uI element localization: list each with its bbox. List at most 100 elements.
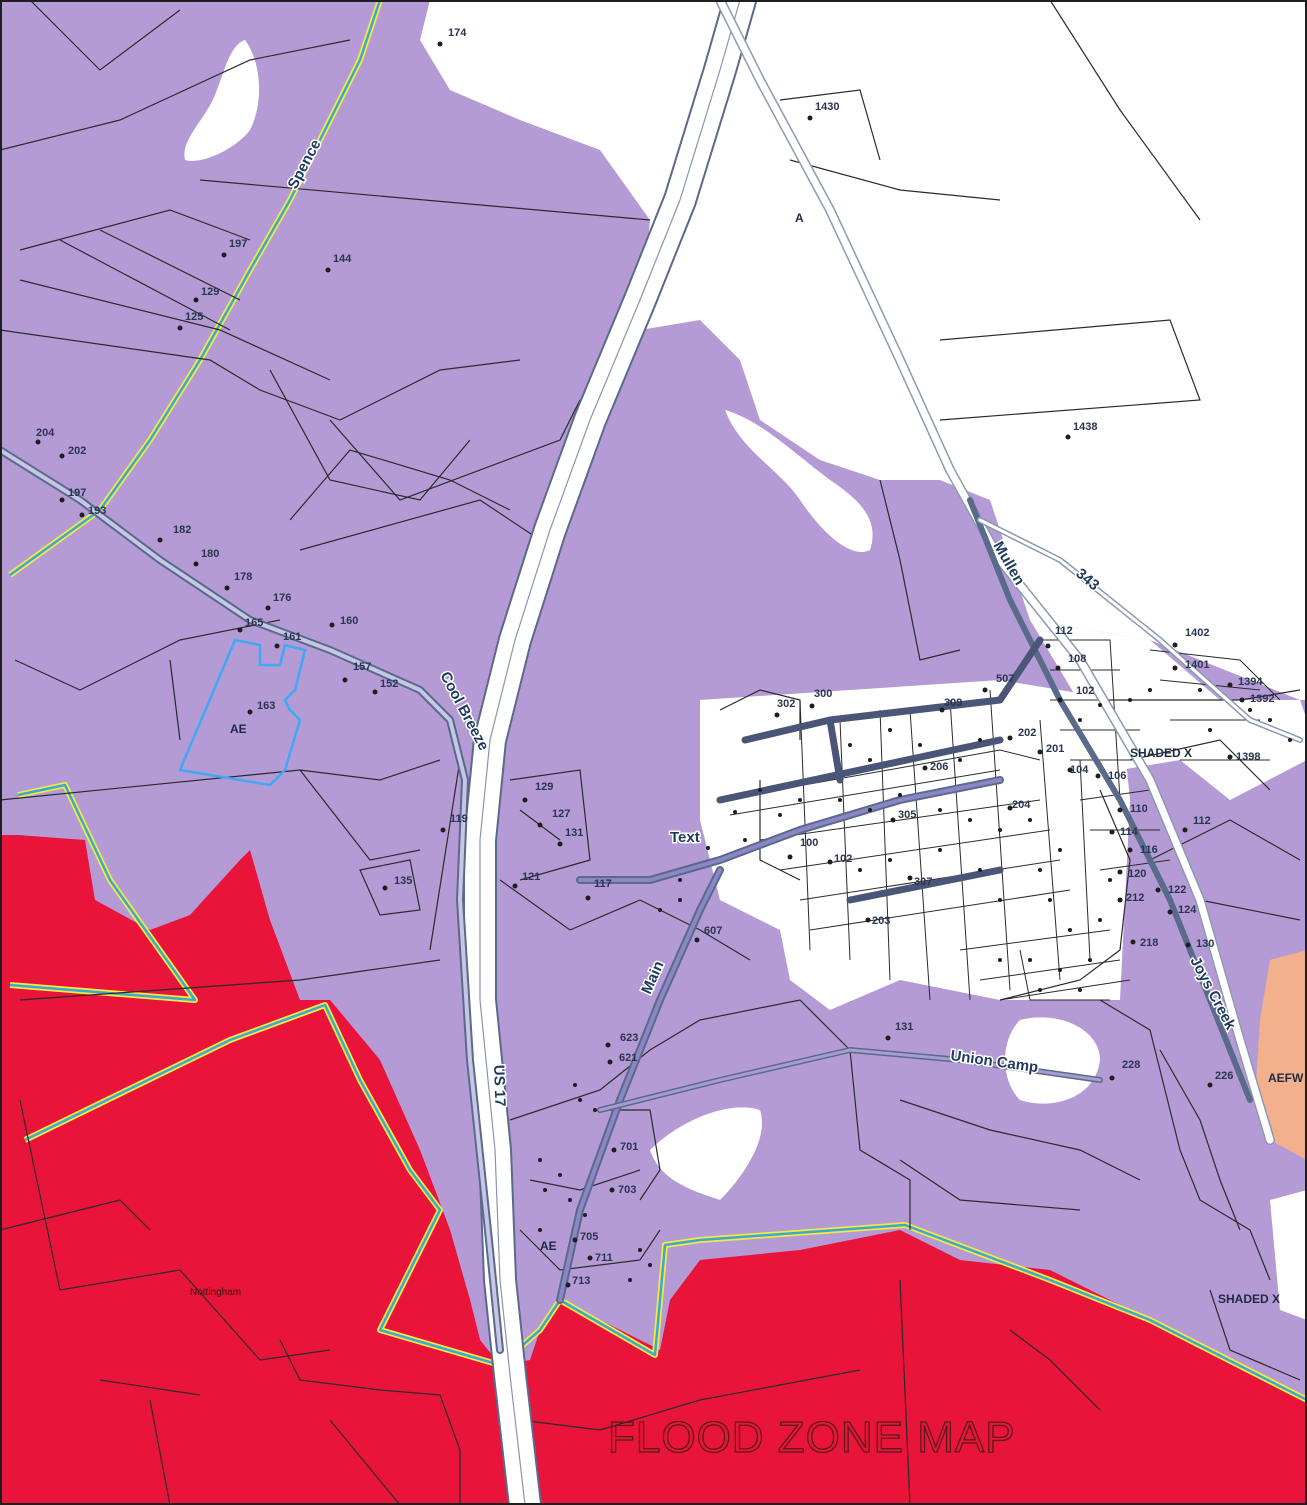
mullen-road — [967, 497, 1253, 1103]
parcel-206: 206 — [930, 761, 948, 773]
parcel-131a: 131 — [565, 827, 583, 839]
parcel-116: 116 — [1140, 844, 1158, 856]
parcel-122: 122 — [1168, 884, 1186, 896]
parcel-markers: 174 1430 144 197 129 125 1438 204 202 19… — [35, 27, 1274, 1288]
white-pond-south — [650, 1107, 762, 1200]
white-island-east — [725, 410, 873, 552]
parcel-182: 182 — [173, 524, 191, 536]
white-strip-east — [1030, 620, 1307, 800]
parcel-129: 129 — [201, 286, 219, 298]
parcel-705: 705 — [580, 1231, 598, 1243]
zone-label-shaded-x-2: SHADED X — [1218, 1292, 1280, 1306]
parcel-102: 102 — [834, 853, 852, 865]
parcel-125: 125 — [185, 311, 203, 323]
parcel-212: 212 — [1126, 892, 1144, 904]
parcel-507: 507 — [996, 673, 1014, 685]
parcel-112: 112 — [1055, 625, 1073, 637]
road-label-a: A — [795, 211, 804, 225]
parcel-1392: 1392 — [1250, 693, 1274, 705]
parcel-202b: 202 — [1018, 727, 1036, 739]
parcel-1401: 1401 — [1185, 659, 1209, 671]
parcel-309: 309 — [944, 697, 962, 709]
parcel-1398: 1398 — [1236, 751, 1260, 763]
parcel-152: 152 — [380, 678, 398, 690]
parcel-621: 621 — [619, 1052, 637, 1064]
zone-label-ae-south: AE — [540, 1239, 557, 1253]
road-label-us17: US 17 — [490, 1065, 508, 1107]
parcel-193: 193 — [88, 505, 106, 517]
parcel-218: 218 — [1140, 937, 1158, 949]
parcel-203: 203 — [872, 915, 890, 927]
parcel-112b: 112 — [1193, 815, 1211, 827]
parcel-100: 100 — [800, 837, 818, 849]
parcel-713: 713 — [572, 1275, 590, 1287]
parcel-124: 124 — [1178, 904, 1197, 916]
flood-boundary-lines — [8, 0, 1307, 1403]
parcel-607: 607 — [704, 925, 722, 937]
parcel-102b: 102 — [1076, 685, 1094, 697]
white-island-north — [184, 40, 260, 161]
parcel-120: 120 — [1128, 868, 1146, 880]
parcel-201: 201 — [1046, 743, 1064, 755]
parcel-204: 204 — [36, 427, 55, 439]
map-title: FLOOD ZONE MAP — [608, 1413, 1016, 1462]
parcel-130: 130 — [1196, 938, 1214, 950]
parcel-144: 144 — [333, 253, 352, 265]
parcel-305: 305 — [898, 809, 916, 821]
parcel-1394: 1394 — [1238, 676, 1263, 688]
parcel-106: 106 — [1108, 770, 1126, 782]
parcel-110: 110 — [1130, 803, 1148, 815]
white-town-area — [700, 680, 1130, 1010]
parcel-121: 121 — [522, 871, 540, 883]
parcel-623: 623 — [620, 1032, 638, 1044]
parcel-226: 226 — [1215, 1070, 1233, 1082]
white-strip-se — [1270, 1190, 1307, 1320]
zone-label-shaded-x-1: SHADED X — [1130, 746, 1192, 760]
parcel-174: 174 — [448, 27, 467, 39]
highlighted-parcel-163[interactable] — [178, 638, 307, 787]
parcel-117: 117 — [594, 878, 612, 890]
parcel-163: 163 — [257, 700, 275, 712]
parcel-161: 161 — [283, 631, 301, 643]
zone-label-nottingham: Nottingham — [190, 1287, 241, 1298]
zone-labels: AE AE AEFW SHADED X SHADED X Nottingham — [190, 722, 1304, 1306]
town-streets — [716, 636, 1044, 904]
zone-label-aefw: AEFW — [1268, 1071, 1304, 1085]
parcel-157: 157 — [353, 661, 371, 673]
parcel-180: 180 — [201, 548, 219, 560]
parcel-135: 135 — [394, 875, 412, 887]
parcel-119: 119 — [450, 813, 468, 825]
parcel-176: 176 — [273, 592, 291, 604]
parcel-1402: 1402 — [1185, 627, 1209, 639]
parcel-114: 114 — [1120, 826, 1139, 838]
parcel-197a: 197 — [229, 238, 247, 250]
parcel-703: 703 — [618, 1184, 636, 1196]
parcel-127: 127 — [552, 808, 570, 820]
parcel-131b: 131 — [895, 1021, 913, 1033]
parcel-129b: 129 — [535, 781, 553, 793]
parcel-104: 104 — [1070, 764, 1089, 776]
parcel-307: 307 — [914, 876, 932, 888]
parcel-178: 178 — [234, 571, 252, 583]
parcel-160: 160 — [340, 615, 358, 627]
parcel-108: 108 — [1068, 653, 1086, 665]
parcel-300: 300 — [814, 688, 832, 700]
parcel-701: 701 — [620, 1141, 638, 1153]
parcel-202: 202 — [68, 445, 86, 457]
parcel-165: 165 — [245, 617, 263, 629]
parcel-228: 228 — [1122, 1059, 1140, 1071]
parcel-711: 711 — [595, 1252, 613, 1264]
white-pond-union-camp — [1005, 1017, 1100, 1104]
town-parcel-dots — [538, 688, 1292, 1282]
parcel-302: 302 — [777, 698, 795, 710]
parcel-197b: 197 — [68, 487, 86, 499]
zone-label-ae-parcel: AE — [230, 722, 247, 736]
parcel-204b: 204 — [1012, 799, 1031, 811]
parcel-1430: 1430 — [815, 101, 839, 113]
zone-aefw-area — [1255, 950, 1307, 1160]
purple-inset-southwest — [18, 985, 500, 1365]
